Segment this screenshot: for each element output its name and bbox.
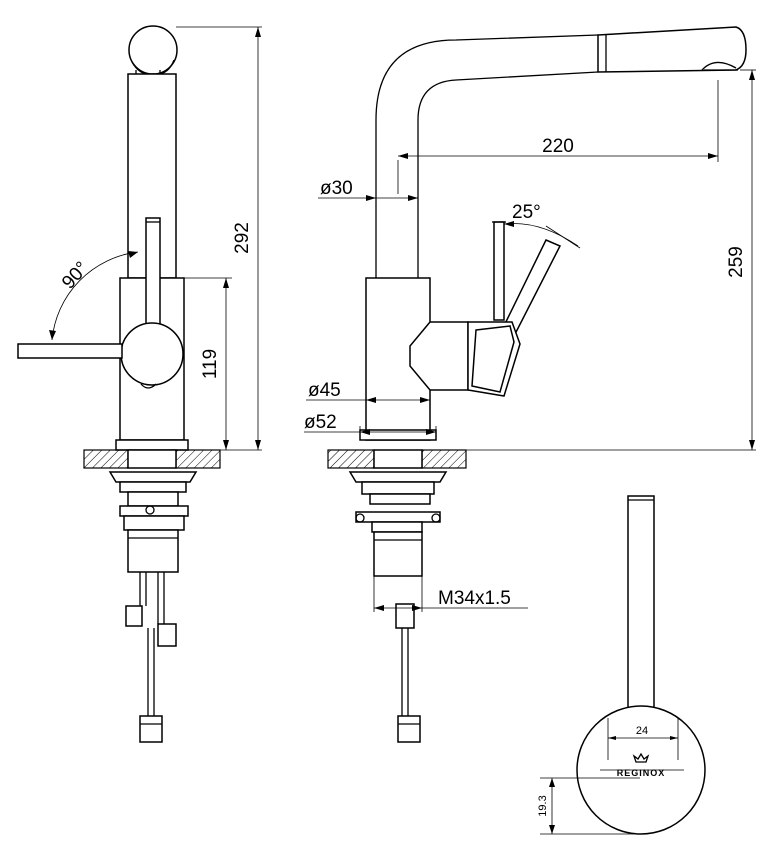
mount-thread <box>127 529 179 573</box>
base-ring <box>115 439 189 451</box>
dim-spout-height: 259 <box>726 246 747 278</box>
dim-body-height: 119 <box>200 349 221 379</box>
dim-handle-offset: 19.3 <box>537 795 549 816</box>
dim-thread: M34x1.5 <box>438 588 511 609</box>
side-view: 292 119 90° <box>17 25 262 743</box>
crown-icon <box>632 752 650 763</box>
handle-detail-view: 24 REGINOX 19.3 <box>537 495 706 835</box>
dim-body-diameter: ø45 <box>308 380 341 401</box>
spray-head <box>597 26 747 73</box>
lever-handle-rotated <box>17 343 123 359</box>
countertop-right-front <box>421 449 467 469</box>
dim-lever-tilt: 25° <box>512 202 541 223</box>
dim-spout-diameter: ø30 <box>320 178 353 199</box>
countertop-left <box>83 449 129 469</box>
brand-logo-text: REGINOX <box>617 768 666 778</box>
handle-stem <box>627 495 655 709</box>
spout-outer <box>375 34 599 278</box>
countertop-right <box>175 449 221 469</box>
countertop-left-front <box>327 449 375 469</box>
dim-rotation-angle: 90° <box>58 258 93 293</box>
front-mount-thread <box>373 531 423 577</box>
dim-handle-width: 24 <box>636 725 648 737</box>
lever-handle-vertical <box>145 217 161 341</box>
front-view: 220 ø30 ø45 ø52 25° 259 <box>304 26 756 743</box>
dim-base-diameter: ø52 <box>304 412 337 433</box>
lever-hub <box>120 322 184 386</box>
dim-total-height: 292 <box>232 222 253 254</box>
dim-spout-reach: 220 <box>542 136 574 157</box>
